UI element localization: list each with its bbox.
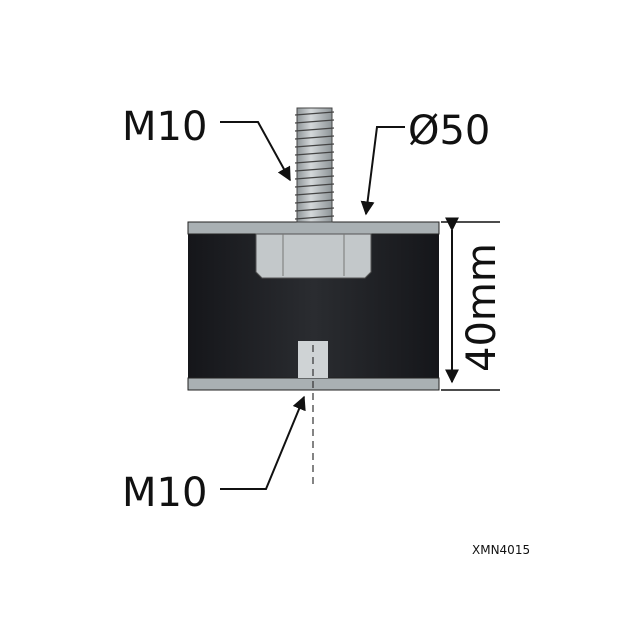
thread-line: [294, 207, 335, 212]
thread-line: [294, 159, 335, 164]
diameter-label: Ø50: [408, 108, 490, 154]
thread-line: [294, 119, 335, 124]
thread-line: [294, 199, 335, 204]
thread-line: [294, 143, 335, 148]
thread-line: [294, 183, 335, 188]
top-thread-leader: [220, 121, 291, 182]
thread-line: [294, 135, 335, 140]
top-thread-label: M10: [122, 104, 207, 150]
bottom-thread-leader: [220, 395, 306, 490]
diameter-leader: [360, 126, 405, 216]
thread-line: [294, 191, 335, 196]
part-number: XMN4015: [472, 543, 530, 557]
thread-line: [294, 167, 335, 172]
thread-line: [294, 127, 335, 132]
height-label: 40mm: [459, 243, 505, 372]
threaded-stud: [294, 107, 335, 223]
thread-line: [294, 151, 335, 156]
thread-line: [294, 215, 335, 220]
top-plate: [187, 221, 440, 235]
bottom-thread-label: M10: [122, 470, 207, 516]
thread-line: [294, 175, 335, 180]
hex-nut: [255, 233, 372, 279]
thread-line: [294, 111, 335, 116]
